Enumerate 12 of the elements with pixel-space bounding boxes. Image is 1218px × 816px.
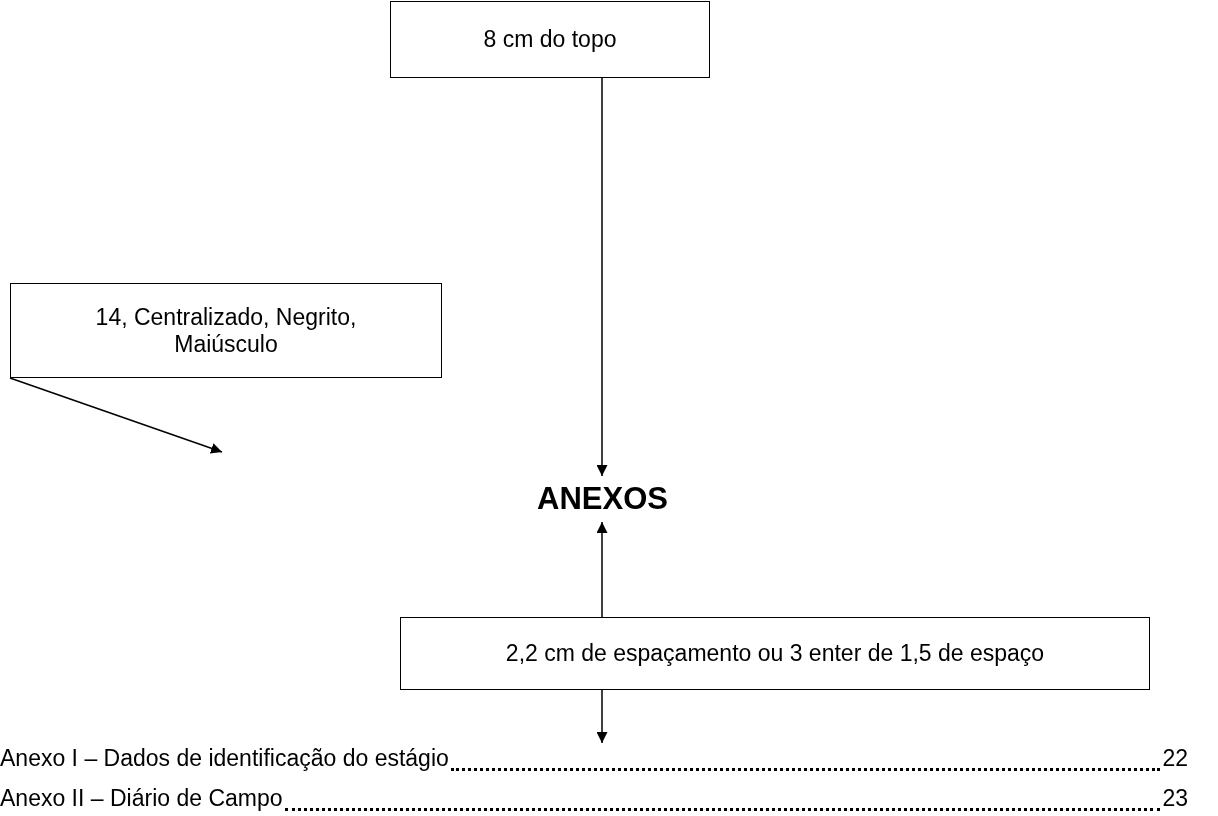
entry-title: Anexo II – Diário de Campo bbox=[0, 785, 283, 812]
page-number: 23 bbox=[1162, 785, 1188, 812]
note-box: 2,2 cm de espaçamento ou 3 enter de 1,5 de espaço bbox=[400, 617, 1150, 690]
arrow bbox=[596, 521, 608, 618]
heading-text: ANEXOS bbox=[525, 478, 680, 520]
leader-line bbox=[9, 377, 223, 454]
note-box: 14, Centralizado, Negrito, Maiúsculo bbox=[10, 283, 442, 378]
arrow bbox=[596, 77, 608, 477]
page-number: 22 bbox=[1162, 745, 1188, 772]
entry-title: Anexo I – Dados de identificação do estágio bbox=[0, 745, 449, 772]
note-box: 8 cm do topo bbox=[390, 1, 710, 78]
arrow bbox=[596, 689, 608, 744]
